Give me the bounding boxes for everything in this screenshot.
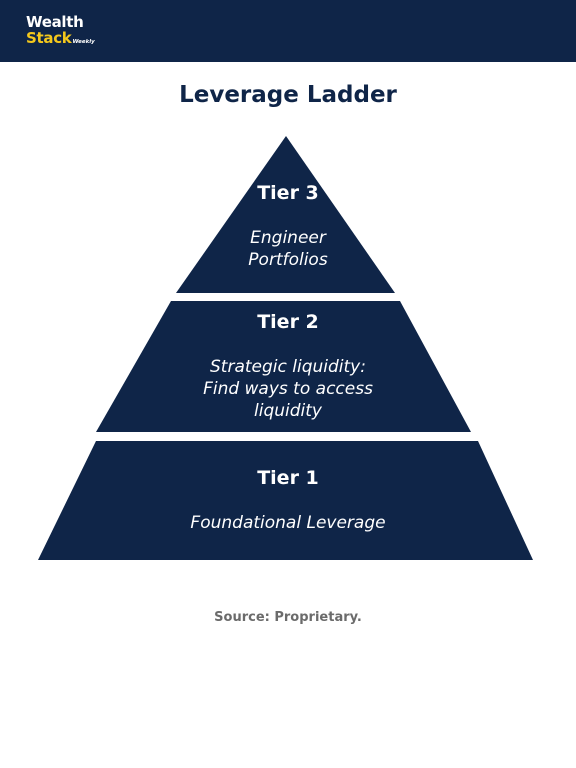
tier-2-description-line: Strategic liquidity: [210, 357, 366, 377]
tier-2-description: Strategic liquidity: Find ways to access… [0, 356, 576, 422]
tier-2-heading: Tier 2 [257, 311, 319, 333]
tier-2-shape [96, 301, 471, 432]
tier-3-heading: Tier 3 [257, 182, 319, 204]
logo-weekly-text: Weekly [72, 39, 95, 45]
tier-3-description: Engineer Portfolios [0, 227, 576, 271]
tier-3-description-line: Portfolios [248, 250, 328, 270]
tier-2-description-line: liquidity [254, 401, 322, 421]
tier-1-description: Foundational Leverage [0, 512, 576, 534]
source-note: Source: Proprietary. [214, 610, 362, 625]
logo-wealth-text: Wealth [26, 13, 84, 31]
tier-3-shape [176, 136, 395, 293]
diagram-title: Leverage Ladder [179, 82, 397, 108]
tier-1-shape [38, 441, 533, 560]
logo-row: StackWeekly [26, 30, 95, 46]
tier-1-heading: Tier 1 [257, 467, 319, 489]
tier-2-description-line: Find ways to access [203, 379, 373, 399]
brand-logo: Wealth StackWeekly [26, 15, 95, 46]
header-bar: Wealth StackWeekly [0, 0, 576, 62]
tier-1-description-line: Foundational Leverage [190, 513, 386, 533]
tier-3-description-line: Engineer [250, 228, 326, 248]
logo-stack-text: Stack [26, 29, 72, 47]
